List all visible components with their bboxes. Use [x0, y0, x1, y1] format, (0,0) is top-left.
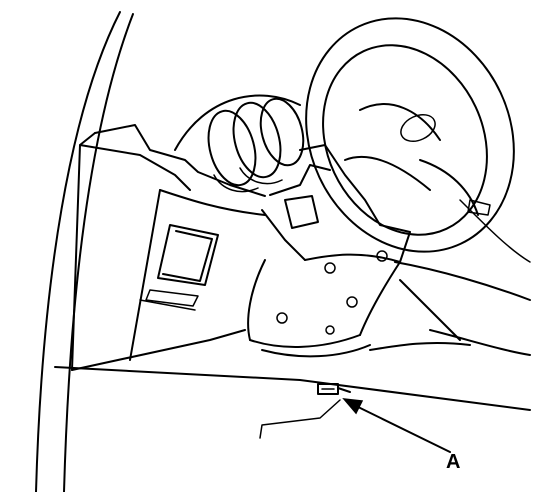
dashboard-panel	[71, 124, 266, 371]
leader-arrow-a	[342, 398, 451, 453]
connector-a	[317, 383, 351, 395]
dashboard-right	[369, 199, 531, 356]
callout-label-a: A	[446, 451, 461, 473]
steering-column	[247, 144, 411, 358]
instrument-cluster	[174, 94, 305, 193]
lower-dash-edge	[54, 366, 531, 439]
a-pillar	[35, 11, 134, 492]
dash-vent	[139, 224, 219, 311]
steering-wheel	[305, 17, 515, 253]
